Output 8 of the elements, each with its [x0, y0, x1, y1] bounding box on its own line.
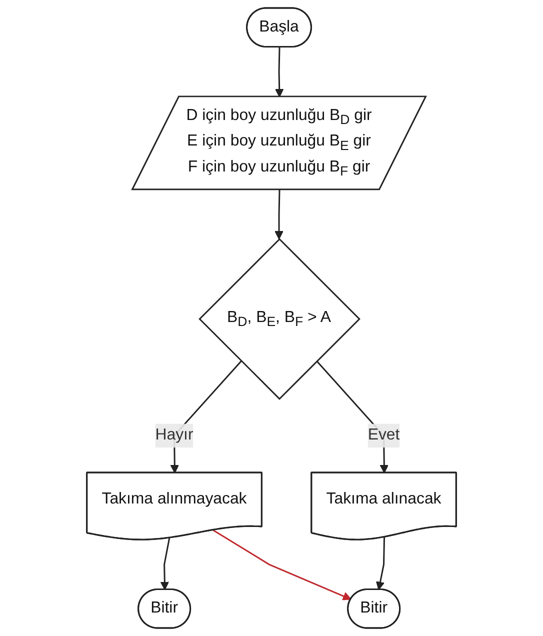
node-diamond: B$_{D}$, B$_{E}$, B$_{F}$ > A: [198, 238, 360, 400]
edge-label: Evet: [368, 426, 400, 444]
arrow: [274, 47, 284, 98]
arrow: [376, 537, 385, 590]
arrow: [212, 530, 352, 600]
arrow: [274, 190, 284, 240]
arrow: [160, 538, 170, 590]
edge-label: Hayır: [155, 426, 194, 444]
